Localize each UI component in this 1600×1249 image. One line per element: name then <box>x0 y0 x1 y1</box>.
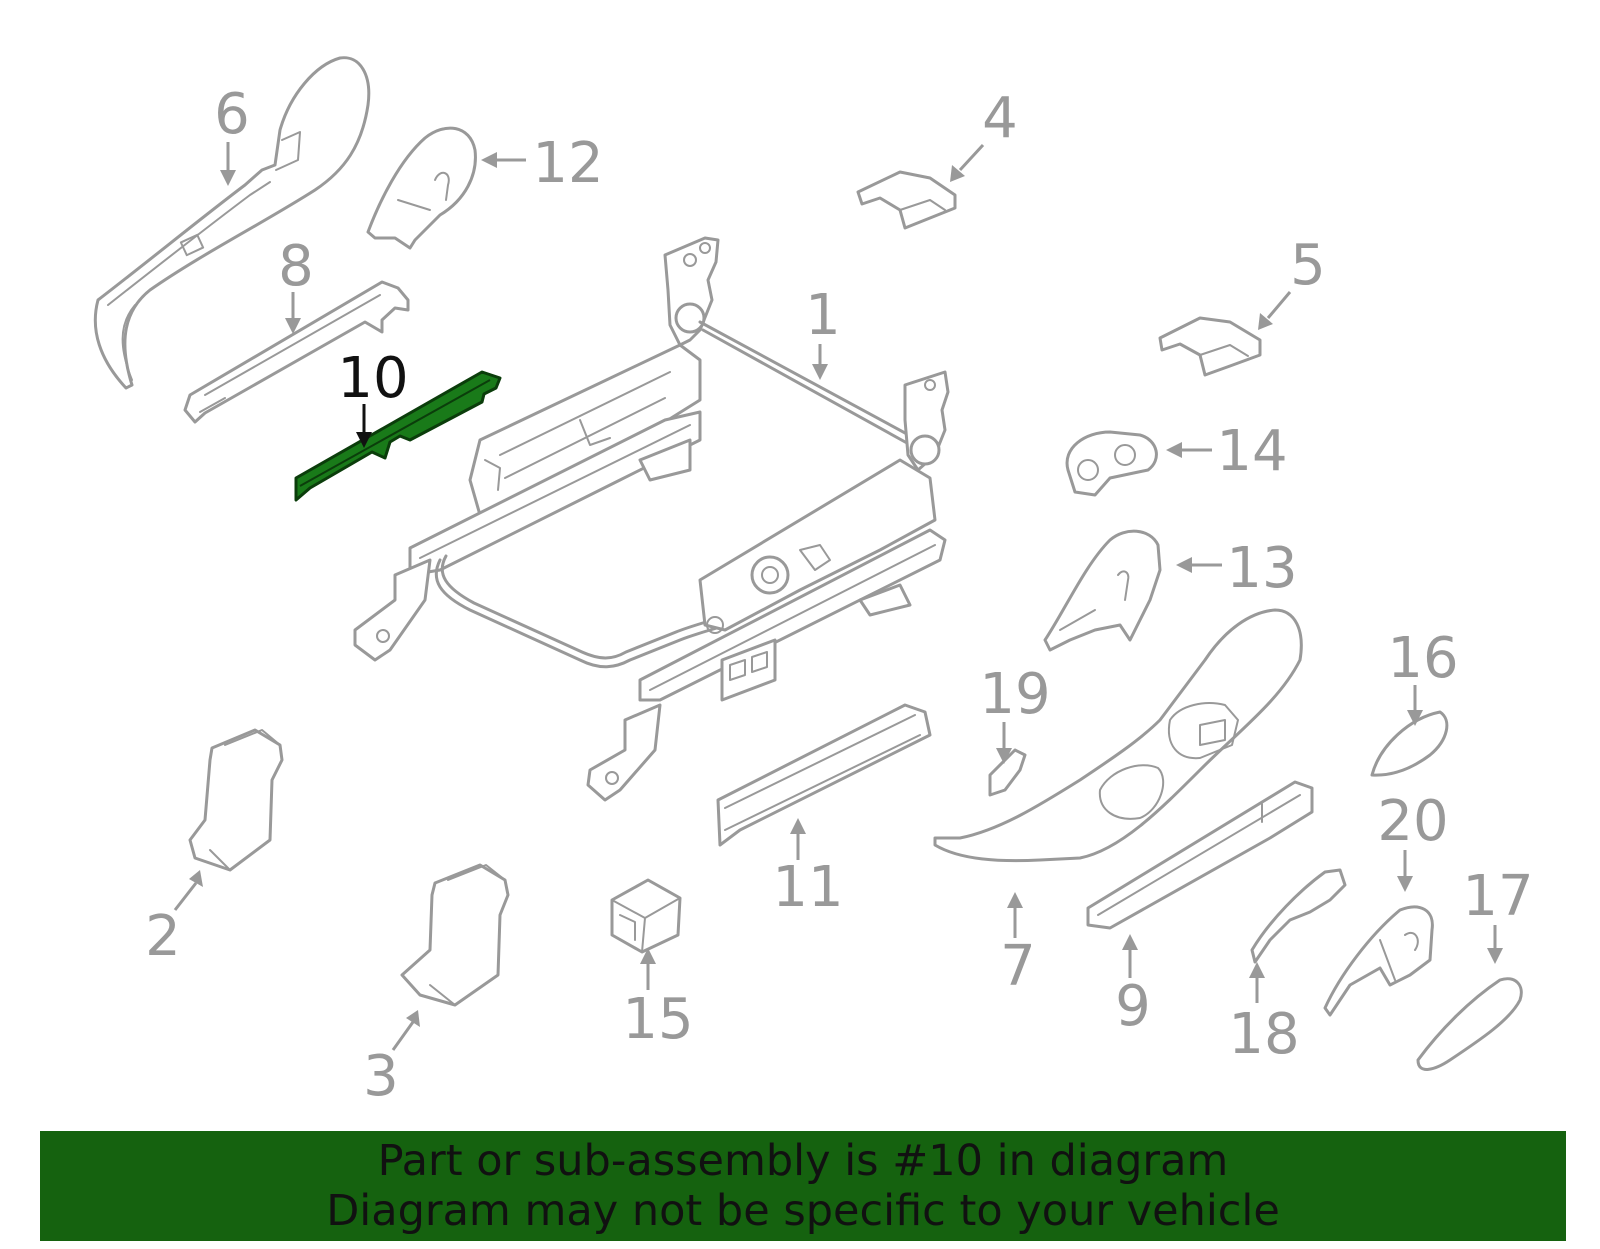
part-12[interactable] <box>366 126 477 250</box>
callout-15: 15 <box>622 948 694 1052</box>
callout-8: 8 <box>278 234 314 334</box>
part-11[interactable] <box>716 703 932 847</box>
part-17[interactable] <box>1416 977 1523 1071</box>
callout-12: 12 <box>481 131 604 196</box>
part-6[interactable] <box>93 56 371 390</box>
svg-text:17: 17 <box>1462 864 1533 929</box>
callout-7: 7 <box>1000 892 1036 999</box>
callout-19: 19 <box>979 662 1051 764</box>
part-14[interactable] <box>1065 430 1158 497</box>
svg-text:14: 14 <box>1216 419 1287 484</box>
part-2[interactable] <box>188 728 284 872</box>
part-7[interactable] <box>933 608 1303 863</box>
banner-line-2: Diagram may not be specific to your vehi… <box>326 1186 1280 1236</box>
callout-11: 11 <box>772 818 844 920</box>
banner-line-1: Part or sub-assembly is #10 in diagram <box>377 1136 1229 1186</box>
part-18[interactable] <box>1250 868 1347 964</box>
svg-text:10: 10 <box>337 346 408 411</box>
callout-6: 6 <box>214 82 250 186</box>
svg-text:7: 7 <box>1000 934 1036 999</box>
part-9[interactable] <box>1086 780 1314 930</box>
callout-14: 14 <box>1166 419 1288 484</box>
svg-text:12: 12 <box>532 131 603 196</box>
svg-text:3: 3 <box>363 1044 399 1109</box>
callout-2: 2 <box>145 870 203 969</box>
part-19[interactable] <box>988 748 1027 797</box>
callout-1: 1 <box>805 283 841 380</box>
part-10[interactable] <box>294 370 502 502</box>
svg-text:19: 19 <box>979 662 1050 727</box>
callout-10: 10 <box>337 346 409 448</box>
svg-text:18: 18 <box>1228 1002 1299 1067</box>
svg-text:20: 20 <box>1377 789 1448 854</box>
svg-text:9: 9 <box>1115 974 1151 1039</box>
part-5[interactable] <box>1158 316 1262 377</box>
info-banner: Part or sub-assembly is #10 in diagram D… <box>40 1131 1566 1241</box>
part-1[interactable] <box>353 236 950 802</box>
callout-4: 4 <box>950 86 1018 182</box>
parts-diagram: 6 12 8 10 1 4 5 14 13 <box>93 56 1534 1109</box>
svg-text:5: 5 <box>1290 233 1326 298</box>
callout-5: 5 <box>1258 233 1326 330</box>
callout-20: 20 <box>1377 789 1449 892</box>
part-8[interactable] <box>183 280 410 424</box>
callout-3: 3 <box>363 1010 420 1109</box>
callout-9: 9 <box>1115 934 1151 1039</box>
part-13[interactable] <box>1043 529 1162 652</box>
svg-text:2: 2 <box>145 904 181 969</box>
part-4[interactable] <box>856 170 957 230</box>
callout-17: 17 <box>1462 864 1534 964</box>
svg-text:8: 8 <box>278 234 314 299</box>
part-16[interactable] <box>1370 710 1449 777</box>
callout-16: 16 <box>1387 626 1459 726</box>
svg-text:11: 11 <box>772 855 843 920</box>
callout-18: 18 <box>1228 962 1300 1067</box>
part-15[interactable] <box>610 878 682 954</box>
part-3[interactable] <box>400 863 510 1007</box>
svg-text:15: 15 <box>622 987 693 1052</box>
svg-text:1: 1 <box>805 283 841 348</box>
svg-text:4: 4 <box>982 86 1018 151</box>
svg-text:6: 6 <box>214 82 250 147</box>
svg-text:13: 13 <box>1226 536 1297 601</box>
callout-13: 13 <box>1176 536 1298 601</box>
part-20[interactable] <box>1323 905 1434 1017</box>
svg-text:16: 16 <box>1387 626 1458 691</box>
